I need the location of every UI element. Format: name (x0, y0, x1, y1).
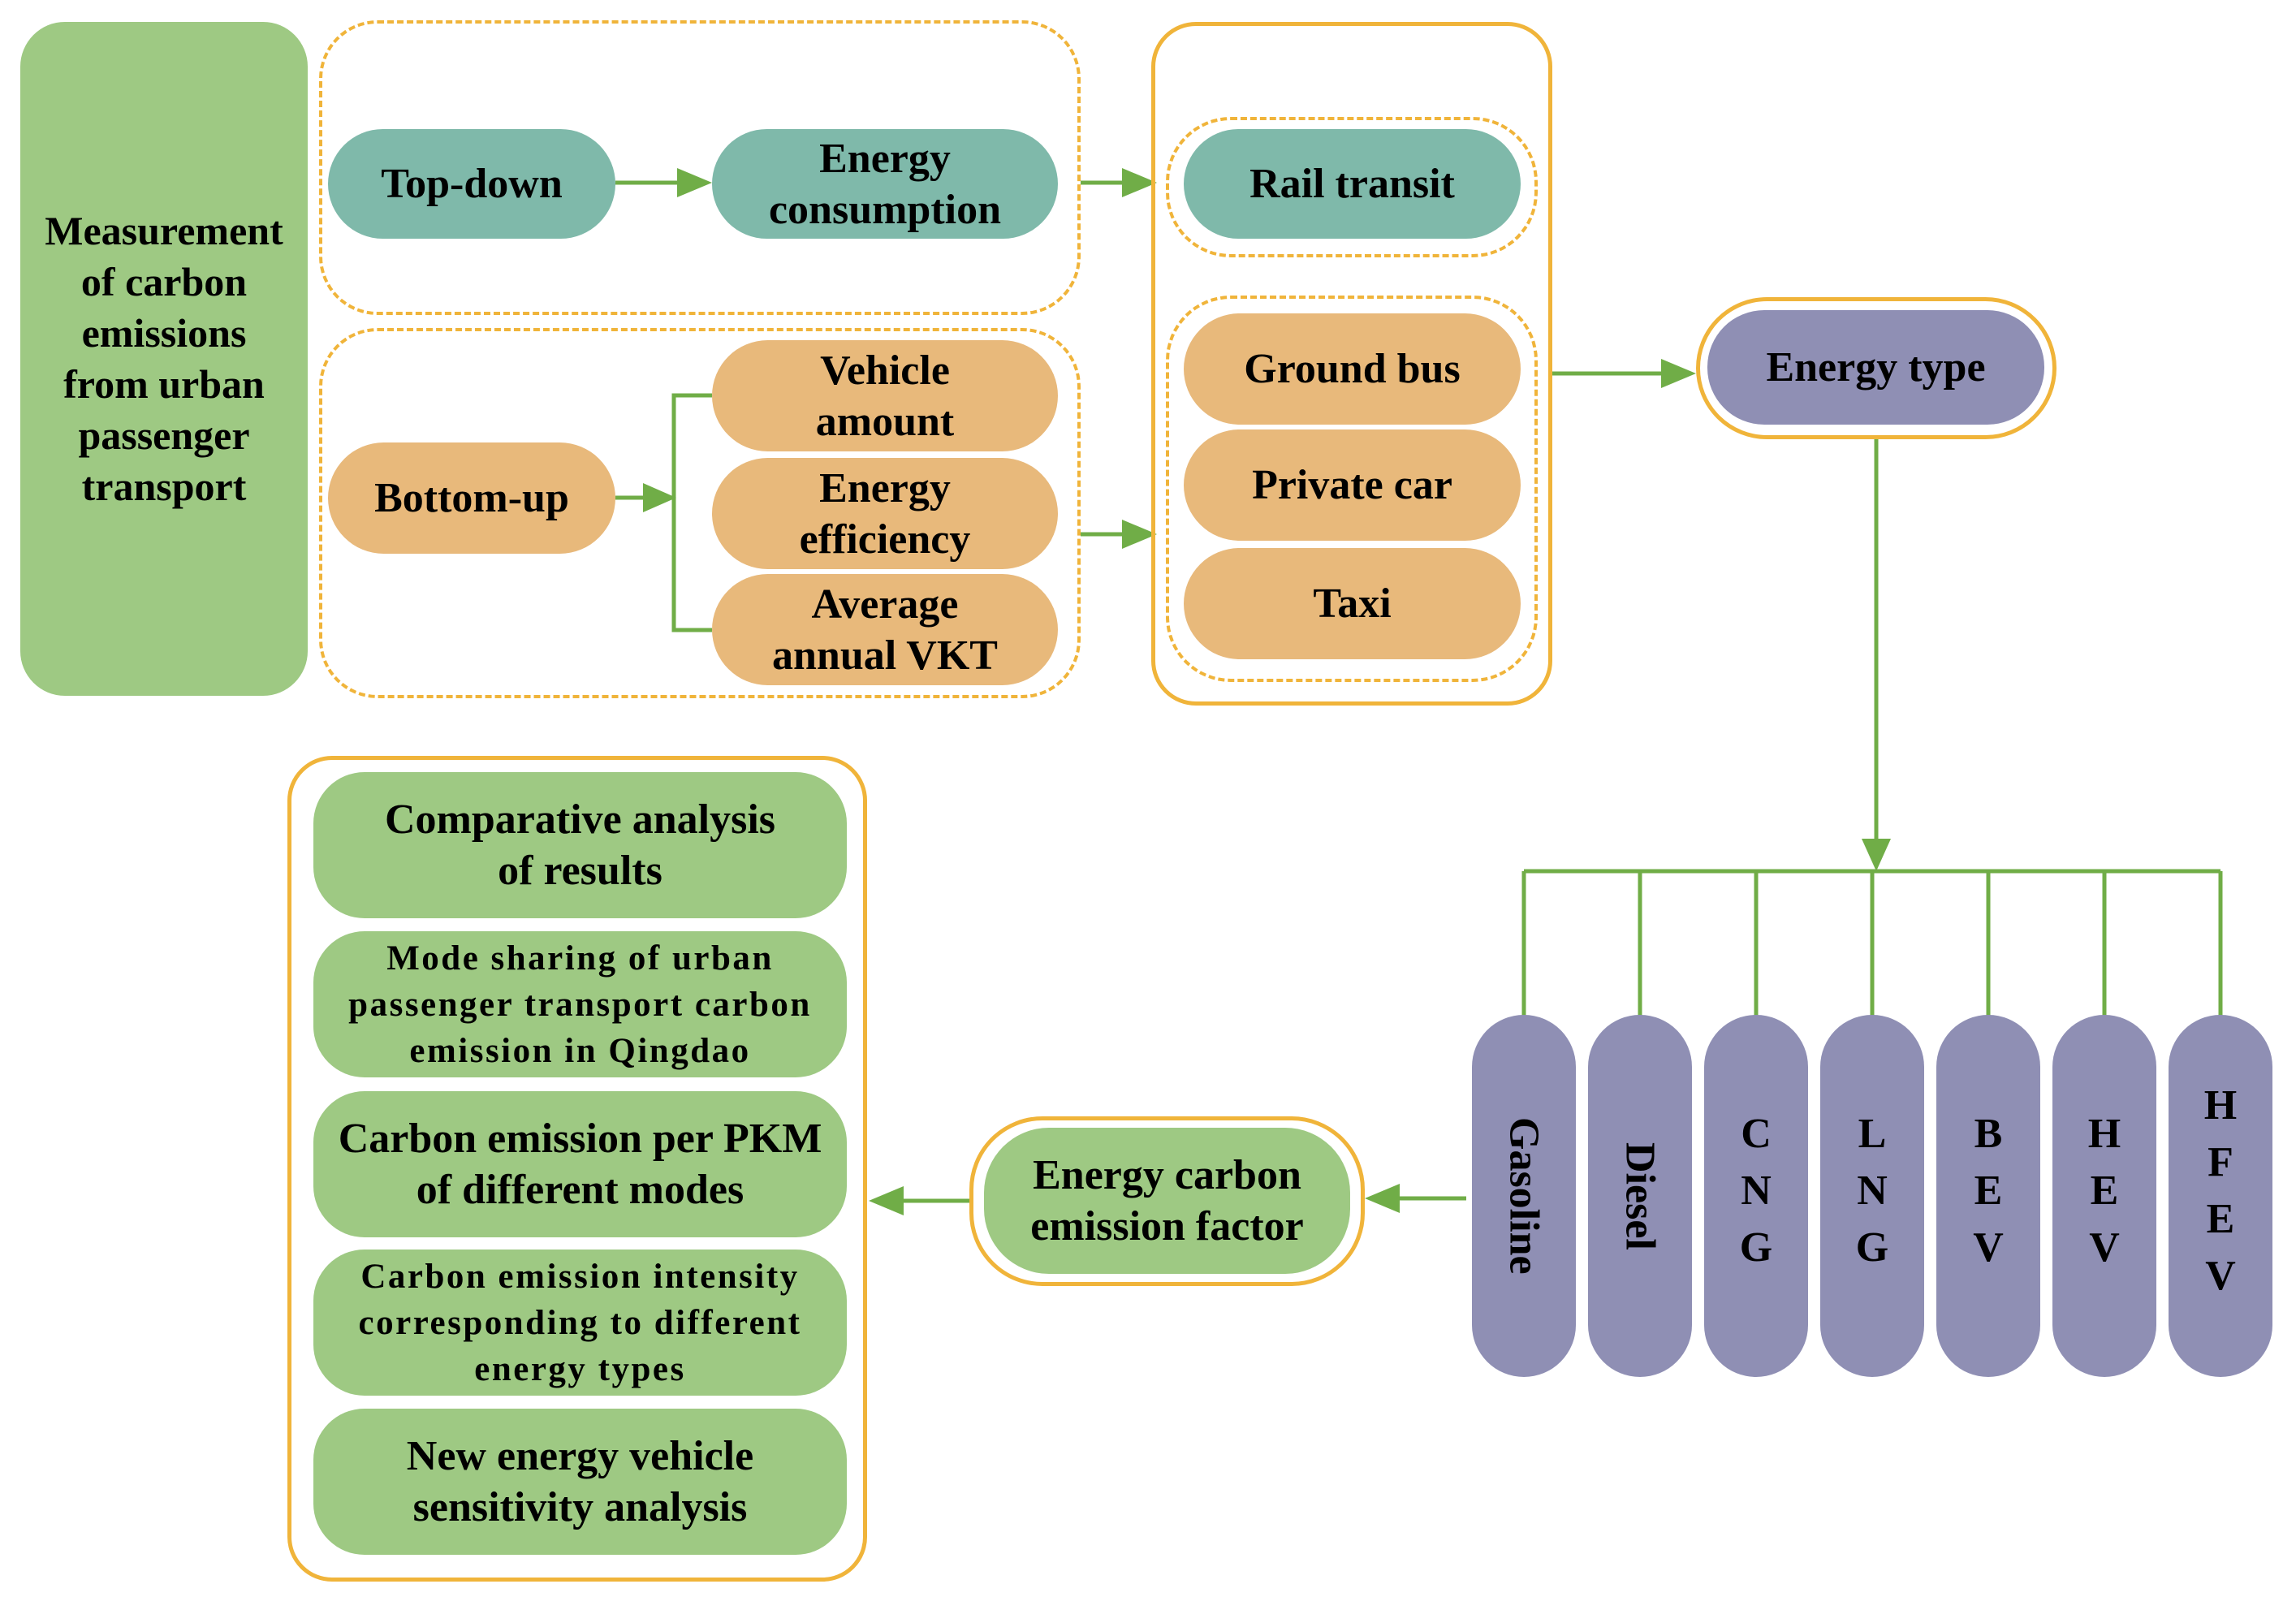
results-container (287, 756, 867, 1582)
top-down-node: Top-down (328, 129, 615, 239)
arrowhead (869, 1186, 904, 1215)
fuel-type-bev: BEV (1936, 1015, 2040, 1377)
measurement-block: Measurement of carbon emissions from urb… (20, 22, 308, 696)
arrow-bottom-up-to-inputs (615, 393, 712, 632)
fuel-type-cng: CNG (1704, 1015, 1808, 1377)
arrowhead (1661, 359, 1696, 388)
result-mode-sharing: Mode sharing of urban passenger transpor… (313, 931, 847, 1077)
average-annual-vkt-node: Average annual VKT (712, 574, 1058, 685)
vehicle-amount-node: Vehicle amount (712, 340, 1058, 451)
bottom-up-node: Bottom-up (328, 442, 615, 554)
fuel-type-label: BEV (1965, 1111, 2012, 1281)
fuel-type-label: LNG (1849, 1111, 1896, 1281)
rail-mode-group (1166, 117, 1538, 257)
result-sensitivity-analysis: New energy vehicle sensitivity analysis (313, 1409, 847, 1555)
energy-efficiency-node: Energy efficiency (712, 458, 1058, 569)
result-emission-intensity: Carbon emission intensity corresponding … (313, 1250, 847, 1396)
arrowhead (1365, 1184, 1400, 1213)
arrow-fuel-types-to-emission-factor (1365, 1184, 1466, 1213)
bracket-connector (671, 393, 712, 632)
fuel-type-hev: HEV (2052, 1015, 2156, 1377)
fuel-type-label: HEV (2081, 1111, 2128, 1281)
fuel-type-label: HFEV (2197, 1082, 2244, 1310)
fuel-type-diesel: Diesel (1588, 1015, 1692, 1377)
bottom-up-group (319, 328, 1081, 698)
energy-type-node: Energy type (1707, 310, 2044, 425)
fuel-type-branch-connectors (1521, 869, 2223, 1016)
rail-transit-node: Rail transit (1184, 129, 1521, 239)
taxi-node: Taxi (1184, 548, 1521, 659)
energy-consumption-node: Energy consumption (712, 129, 1058, 239)
transport-modes-container (1151, 22, 1552, 706)
fuel-type-lng: LNG (1820, 1015, 1924, 1377)
fuel-type-label: Gasoline (1500, 1117, 1547, 1275)
result-comparative-analysis: Comparative analysis of results (313, 772, 847, 918)
result-emission-per-pkm: Carbon emission per PKM of different mod… (313, 1091, 847, 1237)
arrowhead (677, 168, 712, 197)
emission-factor-node: Energy carbon emission factor (984, 1128, 1350, 1274)
arrowhead (1122, 520, 1157, 549)
fuel-type-hfev: HFEV (2169, 1015, 2272, 1377)
ground-bus-node: Ground bus (1184, 313, 1521, 425)
road-mode-group (1166, 296, 1538, 682)
arrow-energy-type-to-fuel-types (1862, 439, 1891, 871)
arrow-top-down-group-to-rail-group (1081, 168, 1157, 197)
fuel-type-label: CNG (1733, 1111, 1780, 1281)
arrowhead (1122, 168, 1157, 197)
energy-type-outline (1696, 297, 2056, 439)
arrow-emission-factor-to-results (869, 1186, 969, 1215)
arrowhead (643, 483, 676, 512)
arrow-modes-to-energy-type (1552, 359, 1696, 388)
fuel-type-label: Diesel (1616, 1142, 1664, 1250)
emission-factor-outline (969, 1116, 1365, 1286)
arrowhead (1862, 839, 1891, 871)
fuel-type-gasoline: Gasoline (1472, 1015, 1576, 1377)
arrow-top-down-to-energy-consumption (615, 168, 712, 197)
private-car-node: Private car (1184, 429, 1521, 541)
arrow-bottom-up-group-to-road-group (1081, 520, 1157, 549)
top-down-group (319, 20, 1081, 315)
